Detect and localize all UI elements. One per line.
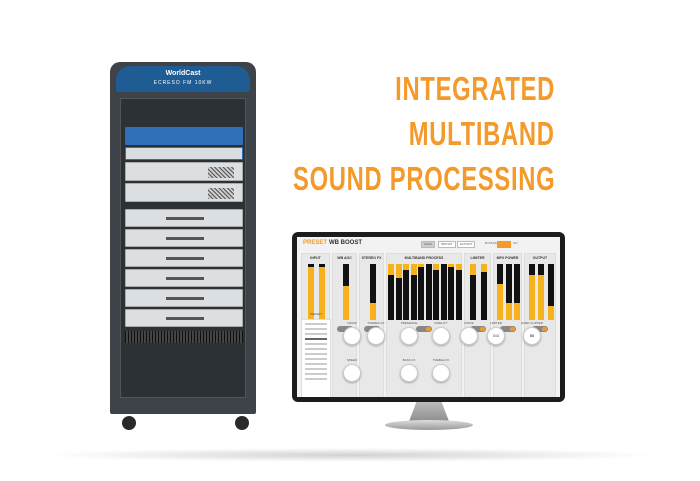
section-label: OUTPUT xyxy=(532,256,548,260)
treble-fx-knob[interactable] xyxy=(432,364,450,382)
power-module xyxy=(125,269,243,287)
power-module xyxy=(125,209,243,227)
processor-app: PRESET WB BOOST SAVE IMPORT EXPORT BYPAS… xyxy=(297,237,560,397)
bypass-on-label: ON xyxy=(513,241,518,245)
section-toggle[interactable] xyxy=(416,326,432,332)
speed-knob[interactable] xyxy=(343,364,361,382)
wheel xyxy=(122,416,136,430)
section-label: MPX POWER xyxy=(496,256,519,260)
knob-label: DRIVE xyxy=(464,321,474,325)
level-meter xyxy=(440,264,447,320)
rack-header: WorldCast ECRESO FM 10KW xyxy=(116,66,250,92)
bypass-toggle[interactable] xyxy=(497,241,511,248)
limiter-drive-knob[interactable] xyxy=(460,327,478,345)
monitor-stand xyxy=(408,402,450,424)
knob-label: SPEED xyxy=(346,358,358,362)
level-meter xyxy=(433,264,440,320)
headline-line-1: INTEGRATED xyxy=(395,70,555,107)
knob-label: TREBLE FX xyxy=(432,358,450,362)
section-limiter: LIMITER xyxy=(464,253,491,397)
knob-label: PRESENCE xyxy=(400,321,418,325)
level-meter xyxy=(455,264,462,320)
section-stereo-fx: STEREO FX xyxy=(359,253,384,397)
preset-heading: PRESET xyxy=(309,312,322,316)
rack-model: ECRESO FM 10KW xyxy=(153,80,213,86)
wheel xyxy=(235,416,249,430)
level-meter xyxy=(547,264,554,320)
level-meter xyxy=(319,264,326,320)
power-module xyxy=(125,289,243,307)
section-label: INPUT xyxy=(310,256,321,260)
knob-label: HARD CLIPPER xyxy=(520,321,544,325)
monitor-base xyxy=(385,420,473,430)
rack-bay xyxy=(120,98,246,398)
level-meter xyxy=(410,264,417,320)
power-module xyxy=(125,229,243,247)
exciter-unit xyxy=(125,147,243,160)
section-label: STEREO FX xyxy=(361,256,382,260)
headline-line-3: SOUND PROCESSING xyxy=(292,160,555,197)
limiter-knob[interactable]: 0.0 xyxy=(487,327,505,345)
section-label: LIMITER xyxy=(470,256,485,260)
preset-name: WB BOOST xyxy=(329,240,362,246)
processor-unit xyxy=(125,127,243,145)
level-meter xyxy=(369,264,376,320)
section-toggle[interactable] xyxy=(469,326,486,332)
section-toggle[interactable] xyxy=(532,326,548,332)
bass-fx-knob[interactable] xyxy=(400,364,418,382)
rack-vent xyxy=(125,331,243,343)
hard-clipper-knob[interactable]: 50 xyxy=(523,327,541,345)
level-meter xyxy=(307,264,314,320)
transmitter-rack: WorldCast ECRESO FM 10KW xyxy=(110,62,256,414)
knob-label: DRIVE xyxy=(347,321,357,325)
section-label: WB AGC xyxy=(337,256,352,260)
save-button[interactable]: SAVE xyxy=(421,241,435,248)
floor-shadow xyxy=(40,448,660,462)
level-meter xyxy=(496,264,503,320)
level-meter xyxy=(388,264,395,320)
level-meter xyxy=(481,264,487,320)
level-meter xyxy=(425,264,432,320)
level-meter xyxy=(395,264,402,320)
preset-list[interactable] xyxy=(301,319,331,397)
amplifier-unit xyxy=(125,162,243,181)
section-label: MULTIBAND PROCESS xyxy=(404,256,444,260)
section-mpx-power: MPX POWER xyxy=(493,253,522,397)
level-meter xyxy=(448,264,455,320)
level-meter xyxy=(514,264,521,320)
level-meter xyxy=(418,264,425,320)
section-multiband-process: MULTIBAND PROCESS xyxy=(386,253,462,397)
level-meter xyxy=(528,264,535,320)
power-module xyxy=(125,309,243,327)
export-button[interactable]: EXPORT xyxy=(457,241,476,248)
amplifier-unit xyxy=(125,183,243,202)
level-meter xyxy=(538,264,544,320)
level-meter xyxy=(470,264,476,320)
section-output: OUTPUT xyxy=(524,253,556,397)
power-module xyxy=(125,249,243,267)
level-meter xyxy=(342,264,349,320)
stereo-fx-knob[interactable] xyxy=(367,327,385,345)
knob-label: BASS FX xyxy=(402,358,416,362)
preset-label: PRESET xyxy=(303,240,328,246)
fidelity-knob[interactable] xyxy=(432,327,450,345)
knob-label: LIMITER xyxy=(490,321,502,325)
level-meter xyxy=(403,264,410,320)
drive-knob[interactable] xyxy=(343,327,361,345)
knob-label: STEREO FX xyxy=(367,321,385,325)
presence-knob[interactable] xyxy=(400,327,418,345)
bypass-label: BYPASS xyxy=(485,241,497,245)
brand-logo: WorldCast xyxy=(165,70,201,77)
headline-line-2: MULTIBAND xyxy=(409,115,555,152)
monitor: PRESET WB BOOST SAVE IMPORT EXPORT BYPAS… xyxy=(292,232,565,402)
section-toggle[interactable] xyxy=(499,326,516,332)
knob-label: FIDELITY xyxy=(434,321,448,325)
level-meter xyxy=(505,264,512,320)
import-button[interactable]: IMPORT xyxy=(438,241,456,248)
